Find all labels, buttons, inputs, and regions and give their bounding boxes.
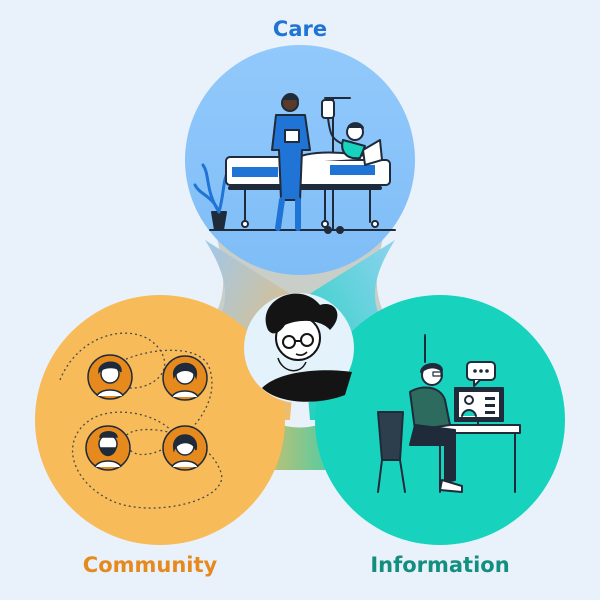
laptop-doctor-icon: [454, 387, 504, 426]
community-avatar-icon: [85, 425, 131, 471]
person-avatar-icon: [244, 293, 354, 403]
patient-icon: [341, 122, 383, 166]
care-label: Care: [272, 17, 328, 41]
community-avatar-icon: [162, 425, 208, 471]
information-illustration: [377, 334, 521, 493]
chair-icon: [377, 411, 406, 493]
community-label: Community: [82, 553, 218, 577]
care-illustration: [193, 93, 396, 234]
dotted-network: [59, 332, 223, 509]
chat-bubble-icon: [466, 361, 496, 387]
community-circle: [35, 295, 285, 545]
information-label: Information: [370, 553, 510, 577]
community-avatar-icon: [162, 355, 208, 401]
seated-person-icon: [409, 363, 463, 493]
community-illustration: [59, 332, 223, 509]
community-avatar-icon: [87, 354, 133, 400]
nurse-icon: [271, 93, 311, 231]
